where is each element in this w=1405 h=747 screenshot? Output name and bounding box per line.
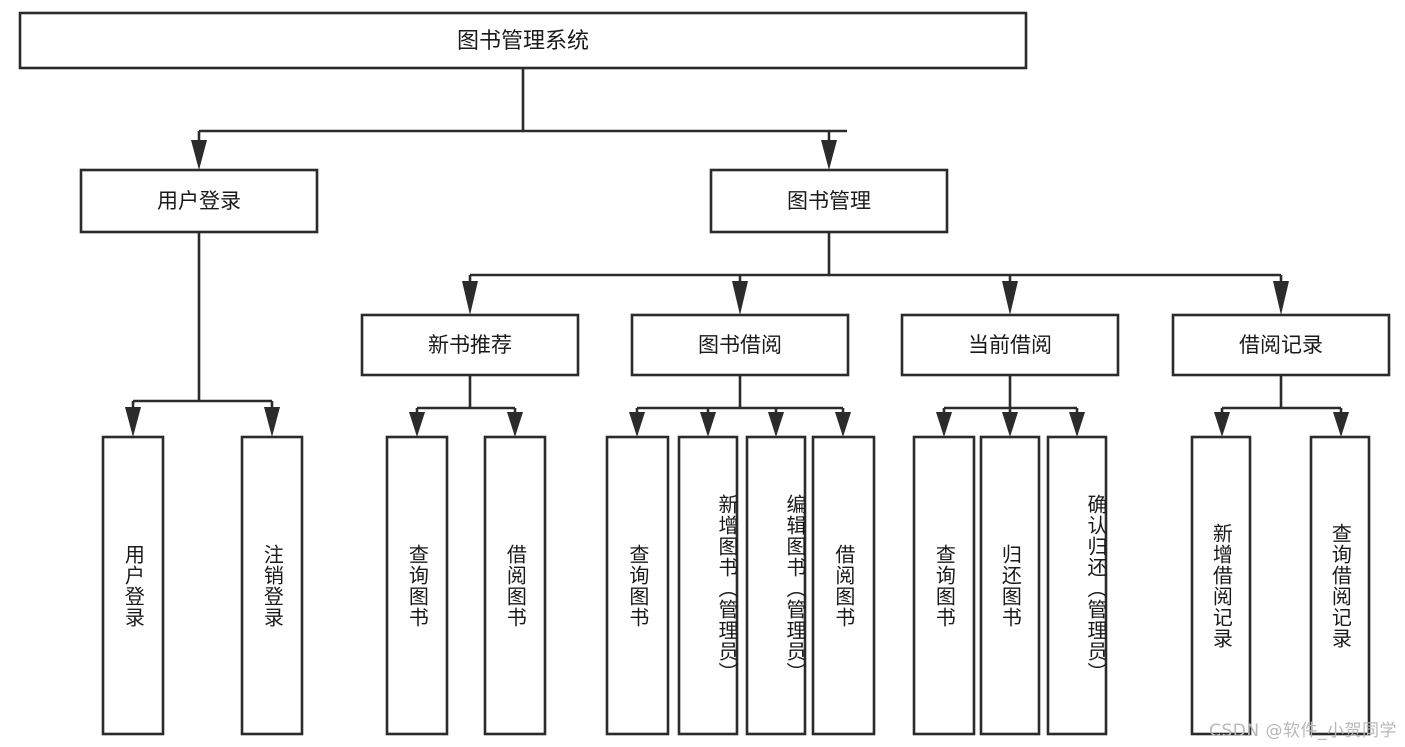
connector-layer <box>125 68 1349 437</box>
arrow-to-leaf-borrow-book-1 <box>507 412 523 437</box>
node-leaf-edit-book-admin[interactable] <box>745 435 807 736</box>
node-leaf-query-book-current[interactable] <box>912 435 976 736</box>
arrow-to-leaf-query-book-1 <box>409 412 425 437</box>
node-leaf-query-book-borrow[interactable] <box>605 435 670 736</box>
node-root-label: 图书管理系统 <box>457 29 589 54</box>
node-book-borrow-label: 图书借阅 <box>698 333 782 357</box>
arrow-to-leaf-user-login <box>125 407 141 437</box>
arrow-to-book-manage <box>821 140 837 170</box>
node-book-management-label: 图书管理 <box>787 189 871 213</box>
arrow-to-leaf-add-record <box>1214 412 1230 437</box>
arrow-to-leaf-add-book <box>700 412 716 437</box>
node-leaf-borrow-book[interactable] <box>811 435 876 736</box>
node-current-borrow-label: 当前借阅 <box>968 333 1052 357</box>
node-new-book-recommend[interactable] <box>360 313 580 377</box>
arrow-to-new-book-recommend <box>462 281 478 315</box>
arrow-to-leaf-query-record <box>1333 412 1349 437</box>
arrow-to-borrow-record <box>1273 281 1289 315</box>
node-layer: 图书管理系统 用户登录 图书管理 新书推荐 图书借阅 当前借阅 借阅记录 <box>18 11 1391 736</box>
arrow-to-user-login <box>191 140 207 170</box>
arrow-to-leaf-query-book-3 <box>936 412 952 437</box>
arrow-to-leaf-return-book <box>1002 412 1018 437</box>
node-leaf-query-borrow-record[interactable] <box>1309 435 1371 736</box>
arrow-to-leaf-edit-book <box>768 412 784 437</box>
node-leaf-user-login[interactable] <box>101 435 165 736</box>
node-book-borrow[interactable] <box>630 313 850 377</box>
csdn-watermark: CSDN @软件_小贺同学 <box>1209 721 1397 741</box>
arrow-to-leaf-query-book-2 <box>629 412 645 437</box>
arrow-to-leaf-confirm-return <box>1069 412 1085 437</box>
arrow-to-leaf-borrow-book-2 <box>835 412 851 437</box>
node-leaf-add-book-admin[interactable] <box>677 435 739 736</box>
node-leaf-add-borrow-record[interactable] <box>1190 435 1252 736</box>
node-borrow-record-label: 借阅记录 <box>1239 333 1323 357</box>
arrow-to-leaf-logout <box>264 407 280 437</box>
node-leaf-confirm-return-admin[interactable] <box>1046 435 1108 736</box>
arrow-to-book-borrow <box>732 281 748 315</box>
node-root-book-management-system[interactable] <box>18 11 1028 70</box>
node-borrow-record[interactable] <box>1171 313 1391 377</box>
arrow-to-current-borrow <box>1002 281 1018 315</box>
node-current-borrow[interactable] <box>900 313 1120 377</box>
node-leaf-query-book-recommend[interactable] <box>385 435 449 736</box>
node-user-login-label: 用户登录 <box>157 189 241 213</box>
node-leaf-logout[interactable] <box>240 435 304 736</box>
node-new-book-recommend-label: 新书推荐 <box>428 333 512 357</box>
node-leaf-return-book[interactable] <box>979 435 1041 736</box>
node-book-management[interactable] <box>709 168 949 234</box>
node-leaf-borrow-book-recommend[interactable] <box>483 435 547 736</box>
node-user-login[interactable] <box>79 168 319 234</box>
